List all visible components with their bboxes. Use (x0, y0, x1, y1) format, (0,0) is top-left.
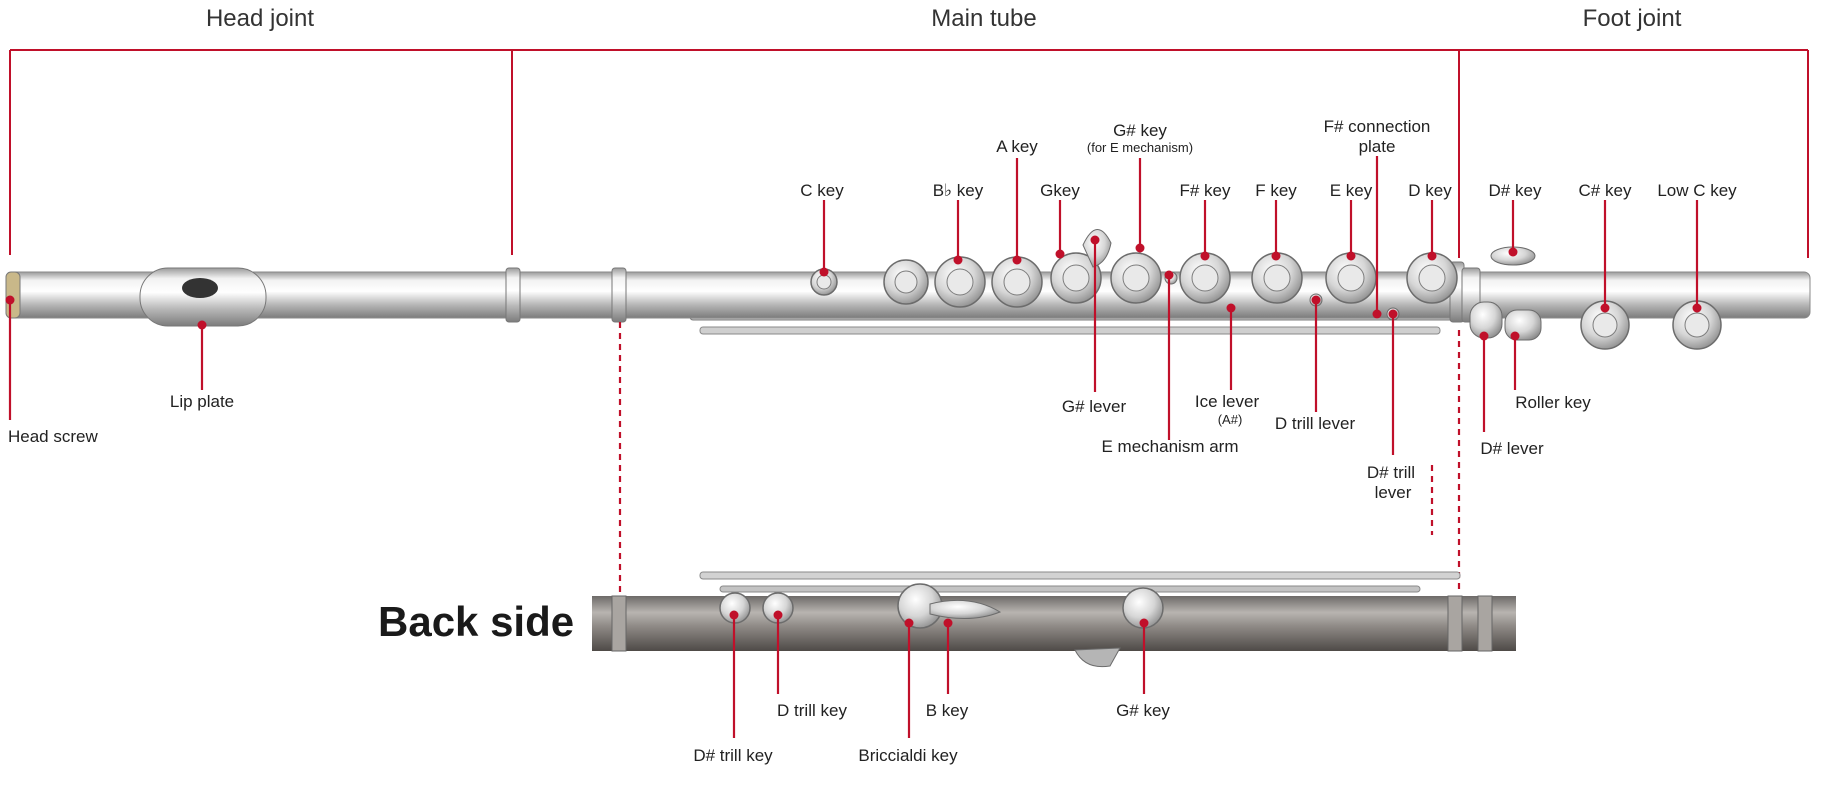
label-roller-key: Roller key (1515, 393, 1591, 412)
back-side-title: Back side (378, 598, 574, 645)
flute-front-image (6, 229, 1810, 349)
main-tube-title: Main tube (931, 5, 1036, 32)
label-g-sharp-e-key-note: (for E mechanism) (1087, 140, 1193, 155)
label-c-key: C key (800, 181, 844, 200)
label-ice-lever-note: (A#) (1218, 412, 1243, 427)
label-a-key: A key (996, 137, 1038, 156)
label-g-sharp-e-key: G# key (1113, 121, 1167, 140)
label-ice-lever: Ice lever (1195, 392, 1260, 411)
back-view-connectors (620, 322, 1459, 598)
label-d-trill-lever: D trill lever (1275, 414, 1356, 433)
label-g-key: Gkey (1040, 181, 1080, 200)
label-f-sharp-connection-plate-2: plate (1359, 137, 1396, 156)
label-f-key: F key (1255, 181, 1297, 200)
label-b-key: B key (926, 701, 969, 720)
label-f-sharp-key: F# key (1179, 181, 1231, 200)
label-d-sharp-trill-lever-2: lever (1375, 483, 1412, 502)
label-d-key: D key (1408, 181, 1452, 200)
flute-back-image (592, 572, 1516, 667)
section-brackets (10, 50, 1808, 258)
label-d-sharp-trill-lever-1: D# trill (1367, 463, 1415, 482)
head-joint-title: Head joint (206, 5, 314, 32)
label-d-trill-key: D trill key (777, 701, 847, 720)
label-lip-plate: Lip plate (170, 392, 234, 411)
label-g-sharp-lever: G# lever (1062, 397, 1127, 416)
label-d-sharp-trill-key: D# trill key (693, 746, 773, 765)
label-g-sharp-key-back: G# key (1116, 701, 1170, 720)
label-e-key: E key (1330, 181, 1373, 200)
label-head-screw: Head screw (8, 427, 98, 446)
label-c-sharp-key: C# key (1579, 181, 1632, 200)
label-d-sharp-key: D# key (1489, 181, 1542, 200)
label-low-c-key: Low C key (1657, 181, 1737, 200)
label-f-sharp-connection-plate-1: F# connection (1324, 117, 1431, 136)
foot-joint-title: Foot joint (1583, 5, 1682, 32)
label-b-flat-key: B♭ key (933, 181, 984, 200)
label-e-mechanism-arm: E mechanism arm (1102, 437, 1239, 456)
label-briccialdi-key: Briccialdi key (858, 746, 958, 765)
label-d-sharp-lever: D# lever (1480, 439, 1544, 458)
